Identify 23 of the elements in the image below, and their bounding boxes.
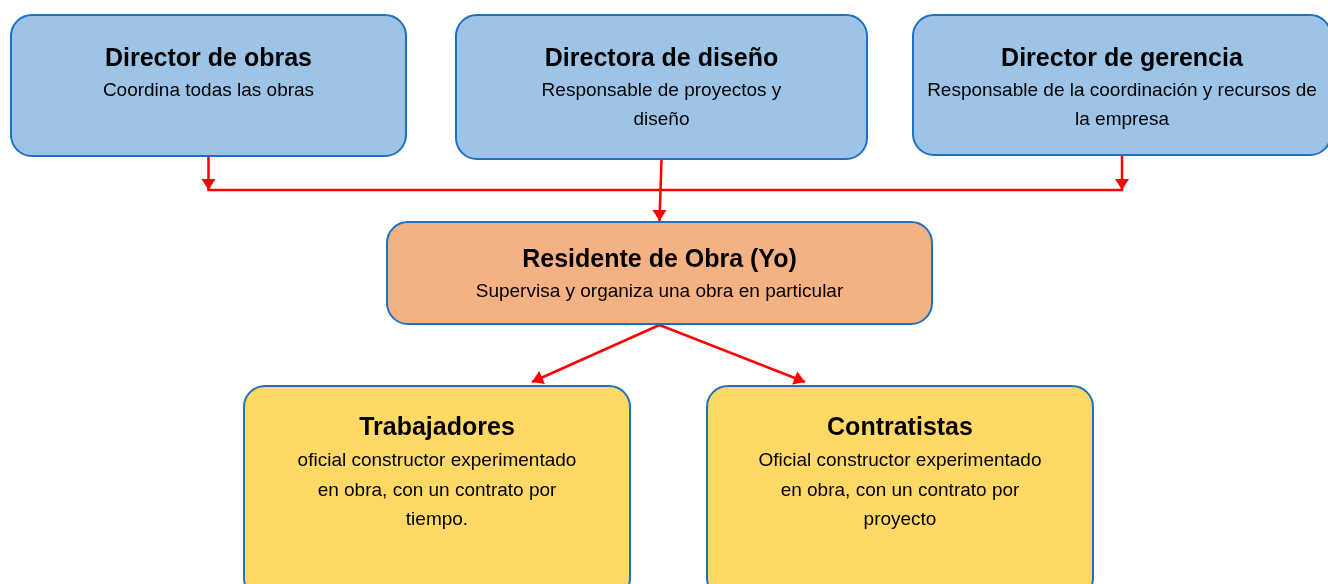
arrow [652,159,667,222]
arrow [531,323,660,384]
role-box [386,221,933,325]
role-description: Coordina todas las obras [102,78,315,103]
role-title: Directora de diseño [544,42,779,73]
role-description: Responsable de la coordinación y recursos de la empresa [926,78,1318,131]
role-title: Residente de Obra (Yo) [522,243,797,274]
role-description: Supervisa y organiza una obra en particular [475,279,844,304]
role-title: Contratistas [827,411,973,442]
role-box [455,14,868,160]
role-title: Director de obras [105,42,312,73]
role-description: Responsable de proyectos y diseño [540,78,783,131]
role-box [706,385,1094,584]
role-description: Oficial constructor experimentado en obra, con un contrato por proyecto [757,448,1043,532]
role-box [243,385,631,584]
role-box [10,14,407,157]
role-box [912,14,1328,156]
arrow [659,156,1129,192]
role-title: Director de gerencia [1001,42,1243,73]
role-description: oficial constructor experimentado en obra, con un contrato por tiempo. [296,448,578,532]
role-title: Trabajadores [359,411,515,442]
arrow [201,157,660,192]
arrow [659,323,806,385]
